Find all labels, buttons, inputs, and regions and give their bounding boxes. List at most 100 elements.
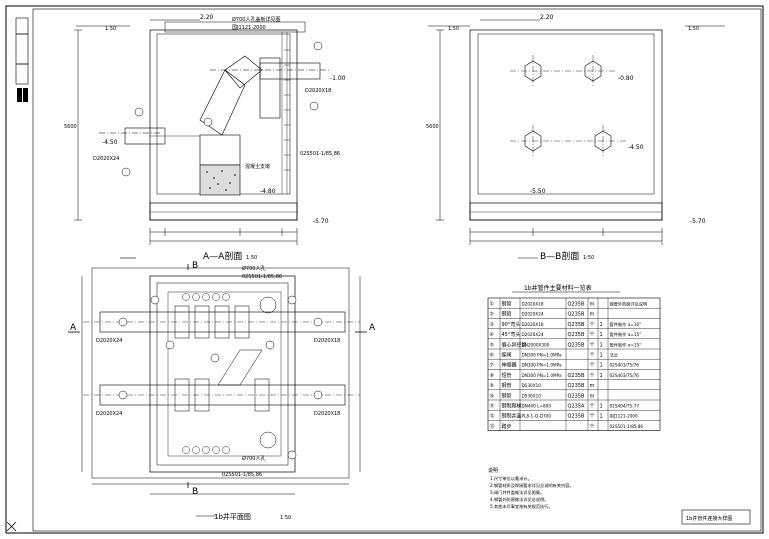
title-stamp-box xyxy=(681,509,751,525)
table-cell-note: 管件制作 α=15° xyxy=(610,331,642,338)
table-cell-spec: DN300 PN=1.0MPa xyxy=(522,363,562,368)
table-cell-unit: 个 xyxy=(590,353,595,359)
binding-strip xyxy=(15,17,29,102)
table-cell-spec: D2020X24 xyxy=(522,312,544,317)
table-cell-name: 90°弯头 xyxy=(502,321,521,328)
plan-ref-std: 02S501-1/85,86 xyxy=(242,274,282,280)
aa-pipe-level-right: -1.00 xyxy=(330,75,346,82)
material-table xyxy=(487,297,661,431)
table-cell-spec: D530X10 xyxy=(522,383,542,388)
table-cell-no: ⑤ xyxy=(490,342,494,348)
plan-label-lr: D2020X18 xyxy=(314,411,340,417)
table-cell-no: ⑩ xyxy=(490,393,495,399)
table-cell-unit: 个 xyxy=(590,332,595,338)
note-line: 2.钢管材质及焊接要求详见总说明有关内容。 xyxy=(490,482,574,489)
table-cell-spec: D2020X18 xyxy=(522,322,544,327)
table-outline xyxy=(487,297,661,431)
bb-low-elev: -4.50 xyxy=(628,144,644,151)
bb-right-elev: 1.50 xyxy=(688,26,699,32)
table-cell-spec: DN400 L=800 xyxy=(522,404,552,409)
table-cell-name: 钢管 xyxy=(502,301,512,308)
table-cell-no: ② xyxy=(490,312,495,318)
table-cell-unit: 个 xyxy=(590,342,595,348)
table-cell-unit: 个 xyxy=(590,424,595,430)
table-cell-note: 02S501-1/85,86 xyxy=(610,424,644,429)
table-cell-spec: PL8-1-Q-D700 xyxy=(522,414,552,419)
bb-top-elev: 2.20 xyxy=(540,14,554,21)
aa-height-dim: 5600 xyxy=(64,124,77,130)
title-stamp: 1b井管件连接大样图 xyxy=(686,515,732,522)
table-cell-name: 短管 xyxy=(502,372,512,379)
table-cell-spec: DN2000X300 xyxy=(522,342,550,347)
aa-ref-note: 混凝土支墩 xyxy=(245,163,270,170)
note-line: 1.尺寸单位以毫米计。 xyxy=(490,475,532,482)
table-cell-no: ⑬ xyxy=(490,423,495,430)
table-cell-spec: D530X10 xyxy=(522,393,542,398)
table-cell-note: 管件制作 α=15° xyxy=(610,341,642,348)
corner-cross xyxy=(6,521,17,532)
table-cell-mat: Q235B xyxy=(568,393,585,399)
table-cell-no: ④ xyxy=(490,332,495,338)
table-cell-note: 02S404/75-77 xyxy=(610,404,640,409)
aa-label-right-pipe: D2020X18 xyxy=(305,88,331,94)
aa-scale: 1:50 xyxy=(246,255,257,261)
bb-bottom-elev: -5.50 xyxy=(530,188,546,195)
bb-left-elev: 1.50 xyxy=(448,26,459,32)
aa-title: A—A剖面 xyxy=(203,250,242,262)
table-cell-note: 02S403/75/76 xyxy=(610,363,640,368)
plan-section-a-right: A xyxy=(369,323,376,333)
table-cell-mat: Q235B xyxy=(568,342,585,348)
table-cell-name: 钢管 xyxy=(502,311,512,318)
table-cell-unit: 个 xyxy=(590,373,595,379)
plan-title: 1b井平面图 xyxy=(214,512,251,521)
table-cell-mat: Q235B xyxy=(568,302,585,308)
table-cell-name: 偏心异径管 xyxy=(502,341,527,348)
table-cell-unit: 个 xyxy=(590,404,595,410)
section-bb-drawing xyxy=(428,19,725,259)
table-cell-unit: 个 xyxy=(590,322,595,328)
table-cell-mat: Q235B xyxy=(568,312,585,318)
table-cell-unit: m xyxy=(590,393,595,399)
table-cell-note: 管件制作 α=10° xyxy=(610,321,642,328)
table-cell-no: ⑫ xyxy=(490,413,495,420)
table-cell-name: 钢制井盖 xyxy=(502,413,522,420)
bb-base-elev: -5.70 xyxy=(690,218,706,225)
aa-pipe-level-left: -4.50 xyxy=(102,139,118,146)
plan-ref-bottom: 02S501-1/85,86 xyxy=(222,472,262,478)
table-cell-name: 踏步 xyxy=(502,423,512,430)
table-cell-no: ⑧ xyxy=(490,373,495,379)
inner-frame xyxy=(32,8,762,532)
table-cell-name: 45°弯头 xyxy=(502,331,521,338)
table-cell-spec: D2020X18 xyxy=(522,302,544,307)
note-line: 4.钢管外防腐做法详见总说明。 xyxy=(490,496,548,503)
table-cell-spec: D2020X24 xyxy=(522,332,544,337)
table-cell-name: 钢管 xyxy=(502,392,512,399)
table-cell-mat: Q235B xyxy=(568,332,585,338)
notes-list: 1.尺寸单位以毫米计。2.钢管材质及焊接要求详见总说明有关内容。3.阀门井井盖做… xyxy=(490,475,574,510)
table-cell-spec: DN300 PN=1.0MPa xyxy=(522,373,562,378)
aa-bottom-elev: -4.80 xyxy=(260,188,276,195)
table-cell-no: ① xyxy=(490,302,495,308)
aa-left-elev: 1.50 xyxy=(105,26,116,32)
table-cell-unit: m xyxy=(590,312,595,318)
table-cell-qty: 1 xyxy=(600,404,603,410)
table-cell-no: ⑥ xyxy=(490,353,495,359)
table-cell-qty: 1 xyxy=(600,363,603,369)
aa-ref-std: 02S501-1/85,86 xyxy=(300,151,340,157)
plan-label-ll: D2020X24 xyxy=(96,411,122,417)
table-cell-no: ③ xyxy=(490,322,494,328)
table-cell-spec: DN300 PN=1.0MPa xyxy=(522,353,562,358)
bb-height-dim: 5600 xyxy=(426,124,439,130)
table-cell-qty: 1 xyxy=(600,322,603,328)
sheet-border xyxy=(5,5,764,534)
plan-label-top-left: D2020X24 xyxy=(96,338,122,344)
bb-scale: 1:50 xyxy=(583,255,594,261)
notes-title: 说明 xyxy=(488,467,498,474)
table-cell-mat: Q235B xyxy=(568,414,585,420)
aa-base-elev: -5.70 xyxy=(313,218,329,225)
note-line: 5.其他未尽事宜按有关规范执行。 xyxy=(490,503,553,510)
table-cell-unit: m xyxy=(590,383,595,389)
plan-drawing xyxy=(68,264,367,517)
table-cell-mat: Q235A xyxy=(568,404,585,410)
